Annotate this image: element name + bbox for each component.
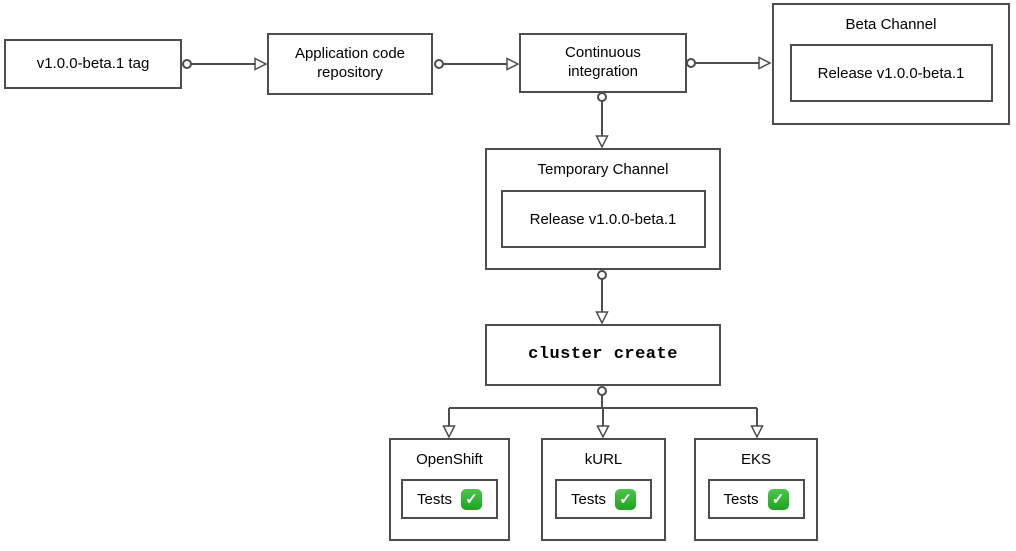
version-tag-label: v1.0.0-beta.1 tag (36, 54, 150, 72)
eks-title: EKS (740, 451, 771, 468)
openshift-tests-box[interactable]: Tests ✓ (401, 479, 498, 519)
node-application-code-repository[interactable]: Application code repository (267, 33, 433, 95)
node-cluster-kurl[interactable]: kURL Tests ✓ (541, 438, 666, 541)
node-beta-channel[interactable]: Beta Channel Release v1.0.0-beta.1 (772, 3, 1010, 125)
temporary-channel-release[interactable]: Release v1.0.0-beta.1 (500, 190, 706, 248)
openshift-title: OpenShift (416, 451, 483, 468)
connector-ci-to-temp (595, 92, 609, 149)
temporary-channel-release-label: Release v1.0.0-beta.1 (529, 210, 677, 228)
green-check-icon: ✓ (767, 488, 789, 510)
green-check-icon: ✓ (461, 488, 482, 510)
kurl-tests-label: Tests (570, 490, 606, 508)
node-temporary-channel[interactable]: Temporary Channel Release v1.0.0-beta.1 (485, 148, 721, 270)
connector-repo-to-ci (434, 57, 520, 71)
node-cluster-eks[interactable]: EKS Tests ✓ (694, 438, 818, 541)
beta-channel-title: Beta Channel (845, 16, 937, 33)
eks-tests-label: Tests (723, 490, 759, 508)
kurl-tests-box[interactable]: Tests ✓ (555, 479, 652, 519)
node-continuous-integration[interactable]: Continuous integration (519, 33, 687, 93)
connector-ci-to-beta (686, 56, 772, 70)
beta-channel-release[interactable]: Release v1.0.0-beta.1 (789, 44, 993, 102)
connector-tag-to-repo (182, 57, 268, 71)
openshift-tests-label: Tests (416, 490, 452, 508)
kurl-title: kURL (584, 451, 623, 468)
application-code-repository-label: Application code repository (294, 45, 406, 81)
temporary-channel-title: Temporary Channel (537, 161, 669, 178)
node-version-tag[interactable]: v1.0.0-beta.1 tag (4, 39, 182, 89)
cluster-create-label: cluster create (528, 345, 678, 365)
node-cluster-openshift[interactable]: OpenShift Tests ✓ (389, 438, 510, 541)
connector-temp-to-cluster-create (595, 270, 609, 325)
node-cluster-create[interactable]: cluster create (485, 324, 721, 386)
green-check-icon: ✓ (615, 488, 636, 510)
eks-tests-box[interactable]: Tests ✓ (707, 479, 805, 519)
connector-cluster-create-to-clusters (442, 386, 764, 439)
beta-channel-release-label: Release v1.0.0-beta.1 (817, 64, 965, 82)
continuous-integration-label: Continuous integration (565, 44, 641, 80)
